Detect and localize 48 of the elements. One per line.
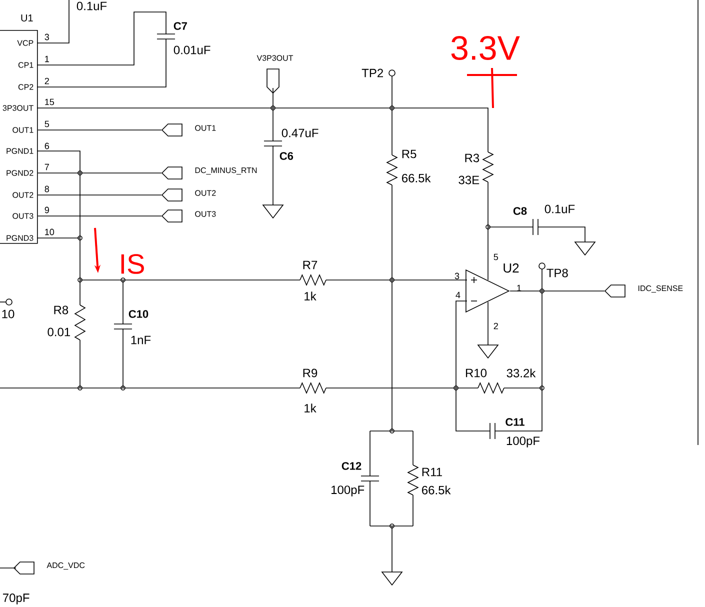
wire [510, 290, 605, 292]
component-label: 0.01 [48, 328, 70, 336]
component-label: 10 [2, 310, 14, 318]
component-label: R7 [303, 260, 318, 270]
component-label: C8 [513, 207, 527, 215]
component-label: 1k [304, 292, 316, 300]
component-label: C7 [174, 22, 187, 30]
component-label: C12 [342, 462, 362, 470]
component-label: 70pF [3, 594, 30, 604]
wire [37, 194, 162, 196]
component-label: 0.01uF [174, 46, 210, 54]
node-label: U2 [504, 263, 519, 273]
test-point: TP2 [362, 68, 396, 78]
component-label: 33.2k [506, 368, 536, 378]
node-label: TP8 [546, 268, 568, 278]
component-label: R3 [465, 154, 480, 162]
component-label: 1k [304, 404, 316, 412]
component-label: C10 [128, 310, 148, 318]
handwritten-note: 3.3V [451, 36, 520, 60]
node-label: TP2 [362, 68, 383, 78]
pin-number: 2 [494, 322, 498, 330]
component-label: 100pF [331, 486, 364, 496]
component-label: 33E [458, 176, 480, 184]
component-label: 0.1uF [544, 204, 575, 214]
component-label: 66.5k [402, 174, 431, 182]
component-label: 1nF [131, 336, 151, 344]
wire [37, 172, 162, 174]
test-point: TP8 [538, 262, 568, 278]
component-label: R11 [422, 468, 442, 476]
component-label: 0.1uF [76, 2, 107, 10]
pin-number: 5 [494, 254, 498, 260]
component-label: R8 [54, 306, 68, 314]
chip-box: U1 VCP CP1 CP2 3P3OUT OUT1 PGND1 PGND2 OUT2 OUT3 PGND3 [0, 14, 38, 244]
node-label: U1 [21, 14, 33, 22]
pin-number: 7 [44, 164, 49, 170]
pin-number: 8 [44, 186, 50, 192]
component-label: C6 [280, 152, 294, 160]
pin-number: 9 [44, 206, 49, 214]
component-label: R5 [402, 150, 416, 158]
component-label: 66.5k [422, 486, 451, 494]
component-label: R9 [303, 368, 318, 378]
component-label: 100pF [506, 436, 540, 448]
handwritten-note: IS [121, 254, 144, 274]
pin-number: 1 [517, 284, 522, 292]
component-label: 0.47uF [282, 128, 318, 138]
pin-number: 5 [44, 120, 50, 128]
component-label: R10 [466, 368, 487, 378]
component-label: C11 [506, 418, 524, 426]
